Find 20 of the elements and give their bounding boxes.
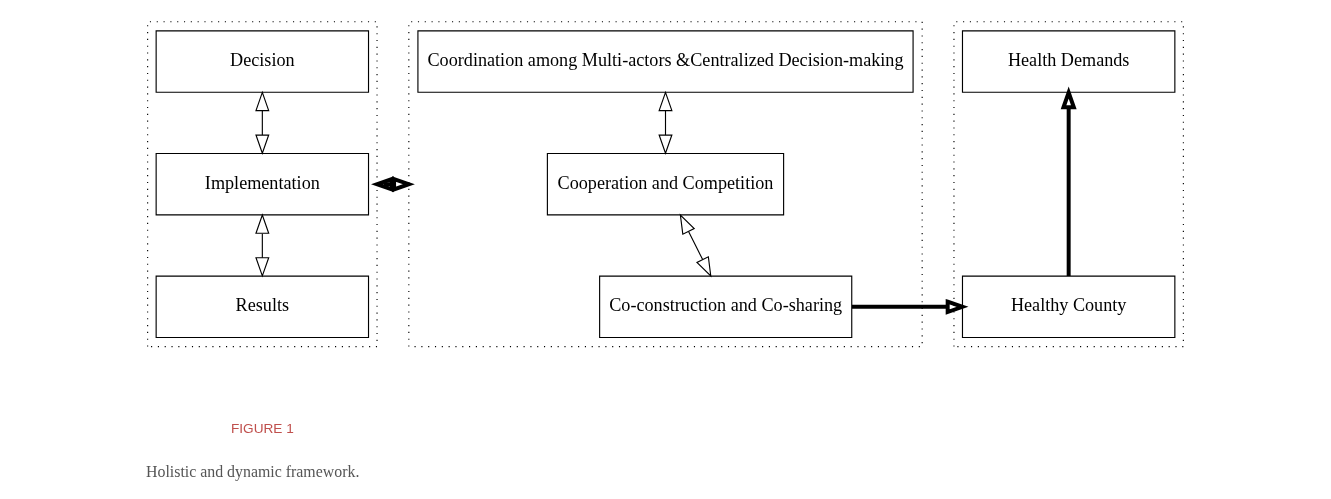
cluster	[147, 21, 378, 348]
node-box: Implementation	[155, 152, 370, 216]
node-box: Decision	[155, 30, 370, 93]
node-box: Co-construction and Co-sharing	[599, 275, 853, 339]
arrow	[255, 213, 270, 278]
node-box: Health Demands	[961, 30, 1176, 93]
label: FIGURE 1	[230, 421, 294, 437]
caption: Holistic and dynamic framework.	[145, 463, 360, 481]
arrow	[371, 176, 415, 193]
node-box: Cooperation and Competition	[546, 152, 785, 216]
arrow	[658, 90, 673, 155]
node-box: Results	[155, 275, 370, 339]
arrow	[1060, 86, 1077, 277]
arrow	[679, 213, 712, 278]
arrow	[255, 90, 270, 155]
cluster	[953, 21, 1184, 348]
cluster	[408, 21, 923, 348]
arrow	[851, 298, 969, 315]
node-box: Healthy County	[961, 275, 1176, 339]
node-box: Coordination among Multi-actors &Centralized Decision-making	[417, 30, 914, 93]
